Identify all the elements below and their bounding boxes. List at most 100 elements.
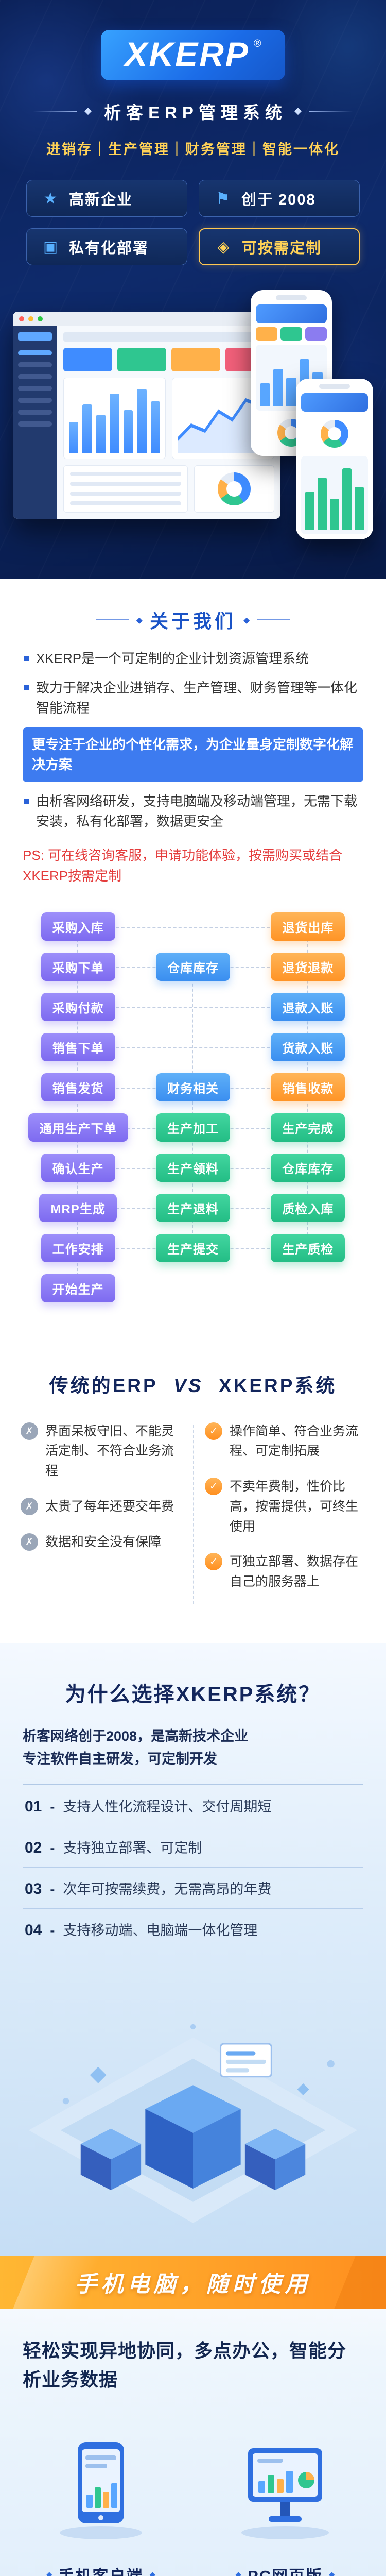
connector-line	[192, 968, 193, 1238]
medal-icon: ★	[43, 189, 58, 208]
flow-node-production-complete: 生产完成	[271, 1113, 345, 1142]
diamond-icon: ◆	[46, 2570, 52, 2576]
vs-word: VS	[173, 1375, 203, 1396]
product-screenshots	[13, 290, 373, 548]
stat-cards	[63, 348, 274, 371]
diamond-icon	[294, 107, 302, 115]
item-number: 02	[25, 1839, 42, 1856]
flow-node-purchase-order: 采购下单	[41, 953, 115, 981]
why-intro: 析客网络创于2008，是高新技术企业 专注软件自主研发，可定制开发	[23, 1725, 363, 1771]
decor-line-left	[33, 111, 78, 112]
badge-hitech-enterprise: ★ 高新企业	[26, 180, 187, 217]
flow-node-work-scheduling: 工作安排	[41, 1234, 115, 1263]
registered-mark-icon: ®	[253, 38, 261, 49]
about-item-highlighted: 更专注于企业的个性化需求，为企业量身定制数字化解决方案	[23, 727, 363, 782]
vs-title-left: 传统的ERP	[49, 1375, 158, 1396]
flowchart-section: 采购入库 退货出库 采购下单 仓库库存 退货退款 采购付款 退款入账 销售下单 …	[0, 905, 386, 1340]
flow-row: 采购下单 仓库库存 退货退款	[21, 953, 365, 981]
flow-node-refund-posting: 退款入账	[271, 993, 345, 1022]
about-ps-note: PS: 可在线咨询客服，申请功能体验，按需购买或结合XKERP按需定制	[23, 848, 343, 884]
about-title-row: ◆ 关于我们 ◆	[23, 606, 363, 633]
badge-label: 创于 2008	[241, 192, 316, 208]
diamond-icon	[84, 107, 92, 115]
donut-chart	[194, 465, 274, 513]
diamond-icon: ◆	[235, 2570, 241, 2576]
flow-node-purchase-inbound: 采购入库	[41, 912, 115, 941]
card-title-row: ◆ 手机客户端 ◆	[46, 2563, 155, 2576]
decor-line-left	[96, 619, 129, 620]
data-table	[63, 465, 188, 513]
desktop-dashboard-mockup	[13, 312, 280, 519]
hero-tagline: 进销存｜生产管理｜财务管理｜智能一体化	[46, 142, 340, 157]
badge-label: 高新企业	[69, 192, 133, 208]
phone-illustration	[49, 2426, 152, 2550]
why-section: 为什么选择XKERP系统？ 析客网络创于2008，是高新技术企业 专注软件自主研…	[0, 1643, 386, 2256]
flow-node-sales-collection: 销售收款	[271, 1073, 345, 1102]
card-mobile-client: ◆ 手机客户端 ◆ 业务员手机随时随地开单、轻松管理客户。销售报表一目了然	[17, 2426, 184, 2576]
flow-node-production-processing: 生产加工	[155, 1113, 230, 1142]
vs-con-item: ✗ 太贵了每年还要交年费	[21, 1497, 181, 1517]
why-list: 01 - 支持人性化流程设计、交付周期短 02 - 支持独立部署、可定制 03 …	[23, 1784, 363, 1950]
card-pc-web: ◆ PC网页版 ◆ 采购销售轻松管理生意，多维度报表分析业务数据	[202, 2426, 369, 2576]
pc-illustration	[234, 2426, 337, 2550]
flow-node-payment-posting: 货款入账	[271, 1033, 345, 1062]
cross-icon: ✗	[21, 1422, 38, 1440]
diamond-icon: ◆	[136, 615, 143, 625]
erp-flowchart: 采购入库 退货出库 采购下单 仓库库存 退货退款 采购付款 退款入账 销售下单 …	[0, 912, 386, 1303]
diamond-icon: ◆	[329, 2570, 335, 2576]
vs-pro-item: ✓ 操作简单、符合业务流程、可定制拓展	[205, 1421, 365, 1462]
server-icon: ▣	[43, 238, 58, 256]
vs-pro-item: ✓ 可独立部署、数据存在自己的服务器上	[205, 1552, 365, 1592]
hero-subtitle: 析客ERP管理系统	[104, 103, 287, 122]
connector-line	[77, 928, 78, 1286]
vs-title: 传统的ERP VS XKERP系统	[21, 1370, 365, 1398]
check-icon: ✓	[205, 1478, 222, 1496]
phone-donut-chart	[301, 416, 368, 452]
flow-node-material-return: 生产退料	[155, 1194, 230, 1223]
banner-title: 手机电脑，随时使用	[75, 2272, 311, 2297]
flow-node-purchase-payment: 采购付款	[41, 993, 115, 1022]
vs-pros-column: ✓ 操作简单、符合业务流程、可定制拓展 ✓ 不卖年费制，性价比高，按需提供，可终…	[205, 1421, 365, 1607]
hero-section: XKERP ® 析客ERP管理系统 进销存｜生产管理｜财务管理｜智能一体化 ★ …	[0, 0, 386, 579]
decor-line-right	[257, 619, 290, 620]
check-icon: ✓	[205, 1422, 222, 1440]
phone-bar-chart	[301, 456, 368, 534]
diamond-icon: ◆	[243, 615, 250, 625]
about-title: 关于我们	[149, 611, 236, 632]
isometric-cubes-graphic	[28, 2024, 358, 2223]
item-number: 03	[25, 1880, 42, 1897]
flow-node-material-requisition: 生产领料	[155, 1154, 230, 1182]
flow-node-warehouse-stock: 仓库库存	[155, 953, 230, 981]
card-title: 手机客户端	[59, 2563, 144, 2576]
vs-con-item: ✗ 数据和安全没有保障	[21, 1532, 181, 1552]
flow-row: 销售下单 货款入账	[21, 1033, 365, 1062]
platform-cards: ◆ 手机客户端 ◆ 业务员手机随时随地开单、轻松管理客户。销售报表一目了然	[17, 2426, 369, 2576]
founded-flag-icon: ⚑	[216, 189, 230, 208]
why-item-3: 03 - 次年可按需续费，无需高昂的年费	[23, 1868, 363, 1909]
flow-row: 通用生产下单 生产加工 生产完成	[21, 1113, 365, 1142]
badge-private-deployment: ▣ 私有化部署	[26, 228, 187, 265]
flow-node-return-outbound: 退货出库	[271, 912, 345, 941]
mobile-pc-banner: 手机电脑，随时使用	[0, 2256, 386, 2309]
flow-node-start-production: 开始生产	[41, 1274, 115, 1303]
flow-node-mrp-generation: MRP生成	[39, 1194, 117, 1223]
flow-node-production-submit: 生产提交	[155, 1234, 230, 1263]
cross-icon: ✗	[21, 1533, 38, 1551]
flow-row: 开始生产	[21, 1274, 365, 1303]
flow-node-qc-inbound: 质检入库	[271, 1194, 345, 1223]
vs-comparison-grid: ✗ 界面呆板守旧、不能灵活定制、不符合业务流程 ✗ 太贵了每年还要交年费 ✗ 数…	[21, 1421, 365, 1607]
why-title: 为什么选择XKERP系统？	[65, 1683, 321, 1706]
why-intro-line-2: 专注软件自主研发，可定制开发	[23, 1751, 217, 1767]
flow-row: 确认生产 生产领料 仓库库存	[21, 1154, 365, 1182]
vs-section: 传统的ERP VS XKERP系统 ✗ 界面呆板守旧、不能灵活定制、不符合业务流…	[0, 1340, 386, 1643]
dashboard-content	[57, 326, 280, 519]
customize-icon: ◈	[217, 238, 230, 256]
check-icon: ✓	[205, 1553, 222, 1571]
about-item: 致力于解决企业进销存、生产管理、财务管理等一体化智能流程	[23, 678, 363, 718]
why-item-1: 01 - 支持人性化流程设计、交付周期短	[23, 1785, 363, 1826]
flow-node-production-qc: 生产质检	[271, 1234, 345, 1263]
vs-pro-item: ✓ 不卖年费制，性价比高，按需提供，可终生使用	[205, 1477, 365, 1536]
bottom-section: 手机电脑，随时使用 轻松实现异地协同，多点办公，智能分析业务数据	[0, 2256, 386, 2576]
logo-text: XKERP	[125, 35, 250, 73]
badge-customizable: ◈ 可按需定制	[199, 228, 360, 265]
